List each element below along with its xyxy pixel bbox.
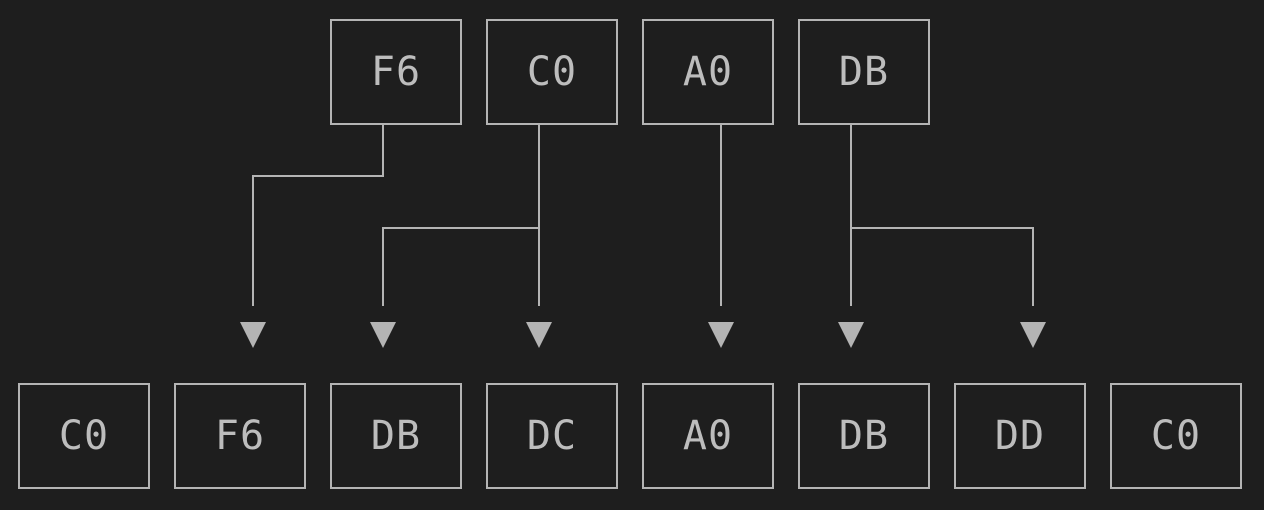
output-byte-box: A0 (642, 383, 774, 489)
source-byte-box: A0 (642, 19, 774, 125)
connector-line (252, 125, 384, 306)
arrowhead-icon (1020, 322, 1046, 348)
output-byte-label: DB (370, 413, 422, 459)
connector-line (382, 227, 539, 306)
source-byte-label: C0 (526, 49, 578, 95)
output-byte-label: F6 (214, 413, 266, 459)
output-byte-label: C0 (1150, 413, 1202, 459)
output-byte-box: C0 (1110, 383, 1242, 489)
source-byte-label: DB (838, 49, 890, 95)
output-byte-label: DB (838, 413, 890, 459)
output-byte-box: C0 (18, 383, 150, 489)
output-byte-box: DB (330, 383, 462, 489)
source-byte-box: DB (798, 19, 930, 125)
arrowhead-icon (526, 322, 552, 348)
output-byte-box: DB (798, 383, 930, 489)
output-byte-box: DC (486, 383, 618, 489)
source-byte-label: A0 (682, 49, 734, 95)
arrowhead-icon (708, 322, 734, 348)
output-byte-label: DD (994, 413, 1046, 459)
arrowhead-icon (838, 322, 864, 348)
output-byte-label: A0 (682, 413, 734, 459)
arrowhead-icon (240, 322, 266, 348)
output-byte-label: C0 (58, 413, 110, 459)
output-byte-box: F6 (174, 383, 306, 489)
output-byte-label: DC (526, 413, 578, 459)
source-byte-label: F6 (370, 49, 422, 95)
source-byte-box: F6 (330, 19, 462, 125)
source-byte-box: C0 (486, 19, 618, 125)
connector-line (851, 227, 1034, 306)
output-byte-box: DD (954, 383, 1086, 489)
arrowhead-icon (370, 322, 396, 348)
